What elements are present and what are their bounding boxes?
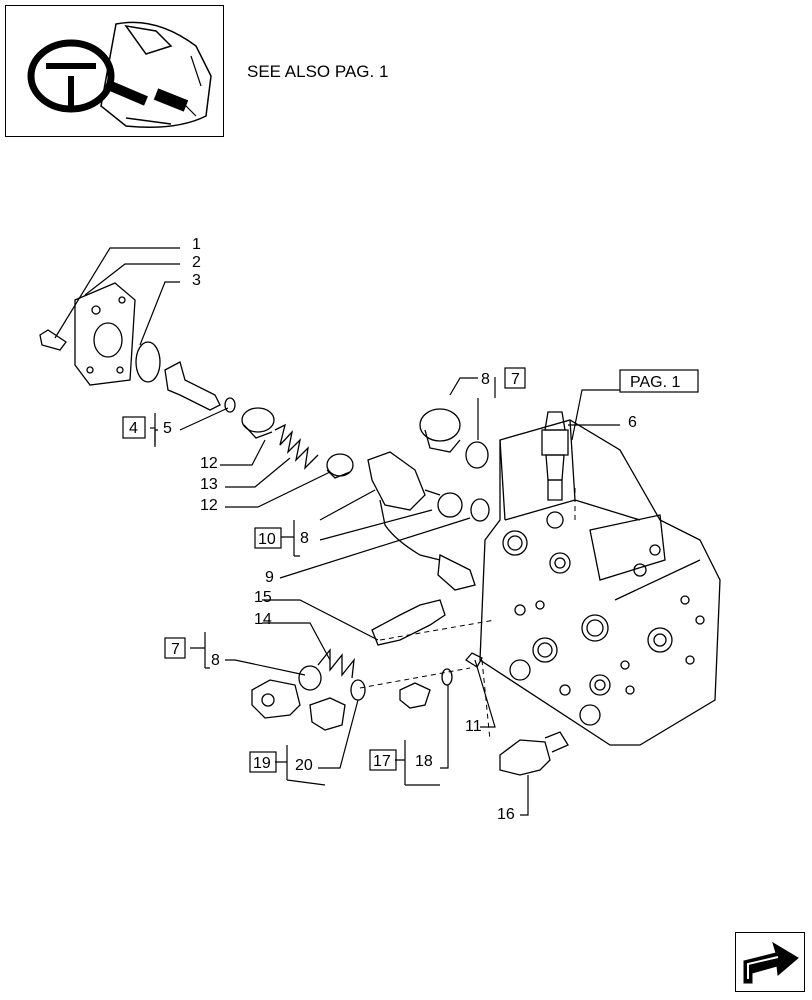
callout-8-lower: 8 [211,652,220,669]
steering-wheel-dashboard-icon [27,21,212,128]
part-3-o-ring [135,341,161,383]
part-8-o-ring-middle [437,492,463,518]
callout-box-pag1 [619,369,699,393]
callout-7-lower: 7 [171,641,180,658]
part-18-plug [399,682,431,709]
callout-1: 1 [192,236,201,253]
callout-box-7-upper [504,367,526,389]
part-5-spool [164,361,221,411]
callout-box-4 [122,416,146,439]
callout-10: 10 [258,531,276,548]
part-2-flange [74,282,136,386]
see-also-note: SEE ALSO PAG. 1 [247,62,389,81]
callout-17: 17 [373,753,391,770]
callout-5: 5 [163,420,172,437]
part-7-plug-lower [251,679,301,719]
valve-body [479,419,721,746]
callout-19: 19 [253,755,271,772]
callout-7-upper: 7 [511,371,520,388]
callout-box-7-lower [164,637,186,659]
callout-12-upper: 12 [200,455,218,472]
part-17-ring [441,668,453,686]
next-page-arrow-icon [743,941,799,984]
callout-14: 14 [254,611,272,628]
part-6-cartridge [541,411,569,501]
part-8-o-ring-upper [465,441,489,469]
part-14-spring [317,648,355,679]
part-9-cap [470,498,490,522]
callout-18: 18 [415,753,433,770]
part-1-bolt [39,329,67,351]
location-thumbnail [5,5,224,137]
part-15-valve-spool [371,599,446,646]
part-4-ring [224,397,236,413]
callout-20: 20 [295,757,313,774]
part-12-cup-lower [326,453,354,479]
callout-2: 2 [192,254,201,271]
callout-pag1: PAG. 1 [630,374,680,391]
callout-8-middle: 8 [300,530,309,547]
callout-box-17 [369,749,397,771]
callout-12-lower: 12 [200,497,218,514]
part-11-pin [465,652,483,668]
callout-13: 13 [200,476,218,493]
next-page-button[interactable] [735,932,805,992]
part-7-plug-upper [419,408,461,453]
callout-box-10 [254,527,282,549]
part-8-o-ring-lower [298,665,322,691]
callout-15: 15 [254,589,272,606]
callout-box-19 [249,751,277,773]
part-20-plug [309,697,346,731]
callout-9: 9 [265,569,274,586]
callout-4: 4 [129,420,138,437]
callout-8-upper: 8 [481,371,490,388]
callout-3: 3 [192,272,201,289]
part-12-cup-upper [241,407,275,439]
callout-6: 6 [628,414,637,431]
part-19-ring [350,679,366,701]
part-16-fitting [499,731,569,776]
callout-16: 16 [497,806,515,823]
part-13-spring [274,423,319,470]
callout-11: 11 [465,718,482,735]
